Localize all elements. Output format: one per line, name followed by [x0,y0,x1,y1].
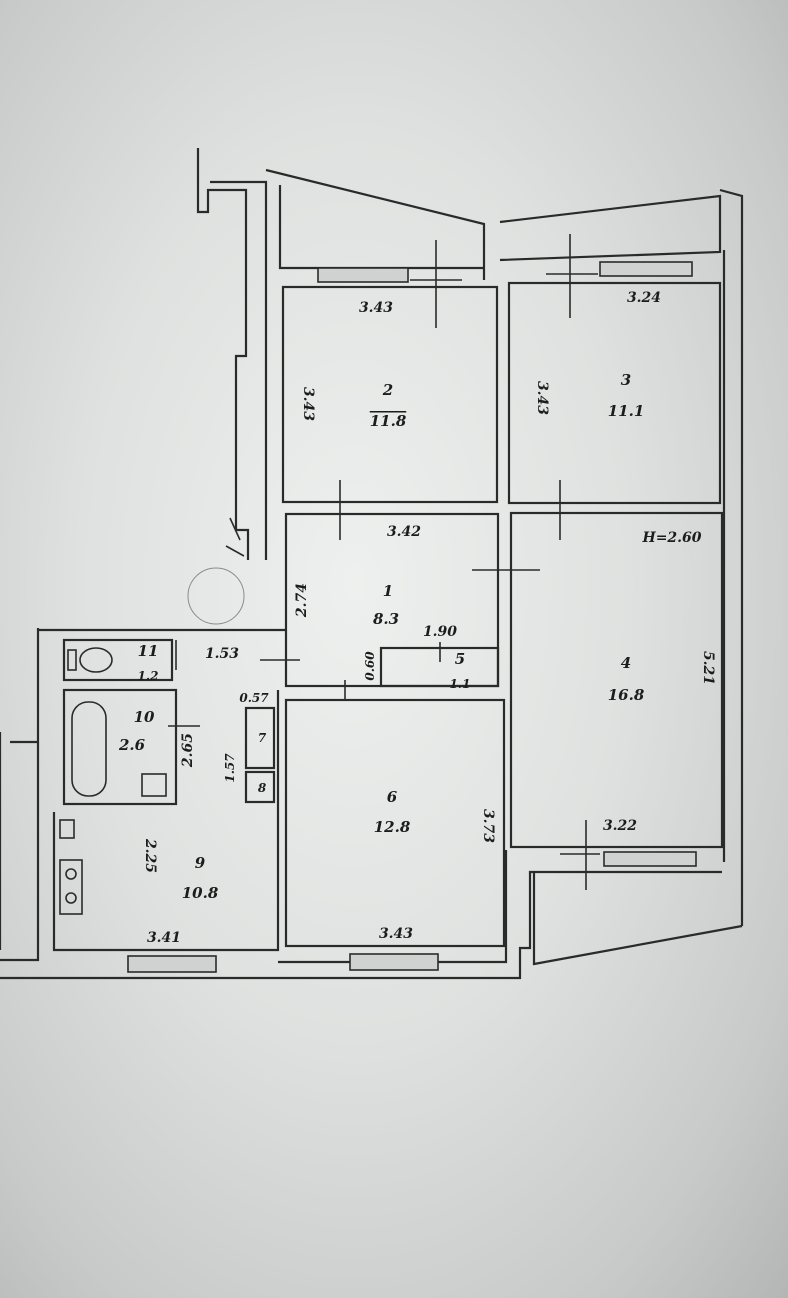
room-5-area: 1.1 [450,677,471,691]
fixtures [59,567,245,915]
balcony-lower-right [532,872,743,966]
balcony-right [499,194,722,262]
dim-room4-depth: 5.21 [700,651,716,685]
room-10-number: 10 [134,708,155,726]
stove-icon [59,859,83,915]
dim-corridor-width: 0.57 [239,691,269,705]
sink-icon [141,773,167,797]
tick [229,517,241,541]
dim-room6-width: 3.43 [379,926,413,942]
toilet-tank-icon [67,649,77,671]
room-8-outline [244,770,276,804]
dim-room11-width: 1.53 [205,646,239,662]
dim-corridor-depth: 1.57 [223,753,237,783]
room-3-number: 3 [621,371,631,389]
dim-room3-depth: 3.43 [534,381,550,415]
stove-burner-icon [65,892,77,904]
dim-room6-depth: 3.73 [480,809,496,843]
room-labels: 2 11.8 3 11.1 1 8.3 5 1.1 4 16.8 6 12.8 … [118,371,702,902]
dim-room2-width: 3.43 [359,300,393,316]
room-1-area: 8.3 [373,610,399,628]
window-room-9 [127,955,217,973]
balcony-left [265,168,486,280]
room-3-outline [507,281,722,505]
dim-room1-depth: 2.74 [294,583,310,618]
window-room-2 [317,267,409,283]
dim-closet-width: 1.90 [423,624,457,640]
room-2-area: 11.8 [370,412,407,430]
window-room-6 [349,953,439,971]
stove-burner-icon [65,868,77,880]
balcony-right-outer [719,188,744,926]
tick [225,545,245,557]
dimension-labels: 3.43 3.43 3.24 3.43 3.42 2.74 1.90 0.60 … [142,290,716,946]
window-room-4 [603,851,697,867]
left-outer-wall [0,628,40,962]
bottom-wall [0,870,722,980]
room-7-outline [244,706,276,770]
room-10-area: 2.6 [118,736,146,754]
kitchen-sink-icon [59,819,75,839]
ceiling-height: H=2.60 [641,530,701,546]
room-11-area: 1.2 [138,669,159,683]
left-upper-wall-inner [210,180,268,560]
room-11-outline [62,638,174,682]
dim-room4-width: 3.22 [603,818,637,834]
dim-room9-depth: 2.25 [142,838,158,873]
windows [127,261,697,973]
dim-room3-width: 3.24 [627,290,661,306]
room-6-outline [284,698,506,948]
dimension-ticks [168,234,600,890]
room-9-area: 10.8 [182,884,219,902]
room-9-number: 9 [195,854,206,872]
left-upper-wall [196,148,250,560]
room-11-number: 11 [138,642,159,660]
room-2-outline [281,285,499,504]
room-8-number: 8 [258,781,267,795]
room-1-number: 1 [383,582,393,600]
room-5-number: 5 [455,650,465,668]
room-7-number: 7 [258,731,267,745]
door-swing-icon [187,567,245,625]
room-6-area: 12.8 [374,818,411,836]
room-10-outline [62,688,178,806]
walls [0,148,744,980]
toilet-icon [79,647,113,673]
room-4-outline [509,511,724,849]
room-2-number: 2 [382,381,393,399]
room-4-area: 16.8 [608,686,645,704]
dim-room1-width: 3.42 [387,524,421,540]
balcony-left-inner [278,185,484,270]
dim-room9-width: 3.41 [147,930,181,946]
dim-room2-depth: 3.43 [300,387,316,421]
window-room-3 [599,261,693,277]
room-4-number: 4 [621,654,631,672]
room-9-outline [52,690,280,952]
dim-room10-depth: 2.65 [180,733,196,768]
dim-closet-depth: 0.60 [363,651,377,681]
room-6-number: 6 [387,788,398,806]
room-3-area: 11.1 [608,402,645,420]
bathtub-icon [71,701,107,797]
